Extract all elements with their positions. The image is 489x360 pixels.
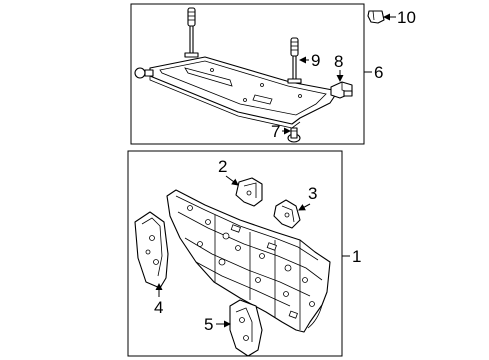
bracket-2 bbox=[235, 177, 263, 207]
upper-group-frame bbox=[130, 3, 365, 145]
tray-clip-8 bbox=[330, 81, 353, 99]
leader-2 bbox=[225, 175, 239, 186]
callout-4: 4 bbox=[154, 298, 163, 317]
tray-stud-left bbox=[184, 7, 199, 58]
tray-bolt-left bbox=[134, 67, 154, 79]
package-tray-panel bbox=[149, 56, 339, 129]
clip-10 bbox=[367, 10, 385, 24]
callout-5: 5 bbox=[204, 315, 213, 334]
leader-3 bbox=[298, 203, 311, 211]
callout-3: 3 bbox=[308, 184, 317, 203]
callout-10: 10 bbox=[397, 8, 416, 27]
push-pin-7 bbox=[287, 127, 301, 143]
callout-9: 9 bbox=[311, 51, 320, 70]
main-panel bbox=[166, 189, 331, 333]
reinforcement-4 bbox=[134, 211, 169, 289]
callout-1: 1 bbox=[352, 247, 361, 266]
bracket-5 bbox=[229, 299, 263, 357]
lower-group-frame bbox=[127, 150, 343, 357]
bracket-3 bbox=[273, 199, 301, 229]
callout-6: 6 bbox=[374, 63, 383, 82]
callout-7: 7 bbox=[271, 122, 280, 141]
callout-8: 8 bbox=[334, 52, 343, 71]
callout-2: 2 bbox=[218, 157, 227, 176]
tray-stud-9 bbox=[287, 37, 302, 84]
